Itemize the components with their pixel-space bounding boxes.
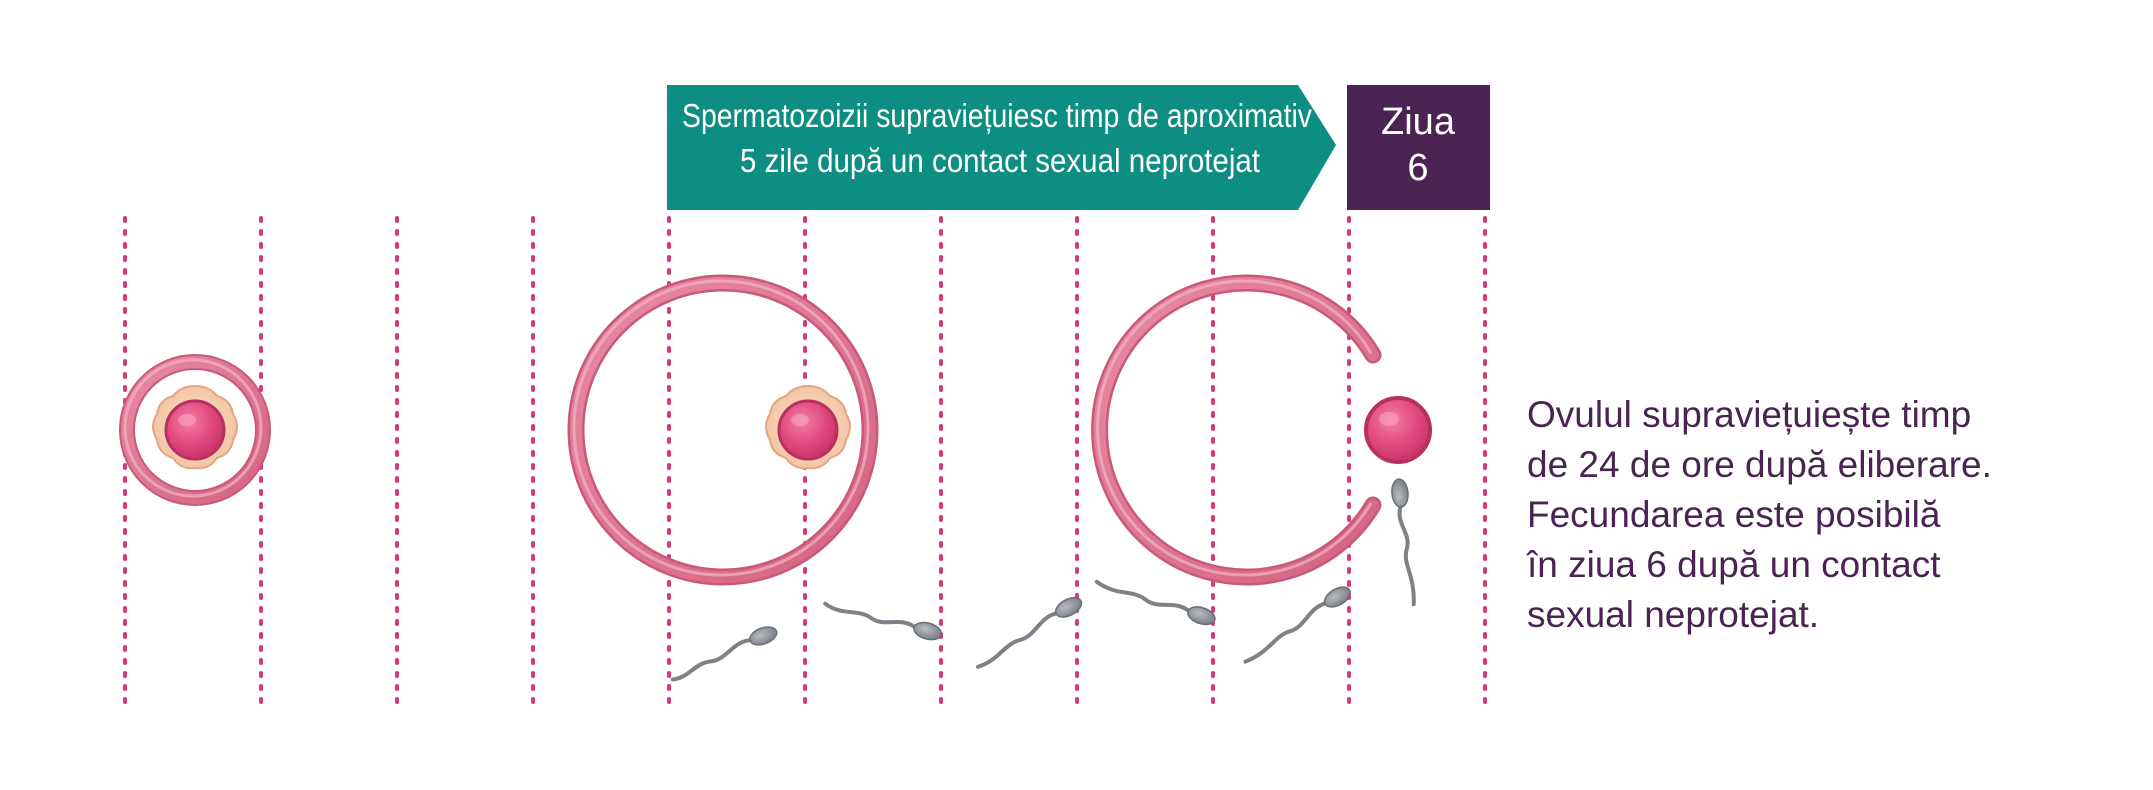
sperm-cell-icon xyxy=(1243,586,1351,664)
day-badge-background xyxy=(1347,85,1490,210)
note-line-2: de 24 de ore după eliberare. xyxy=(1527,444,1992,485)
day-badge-label: Ziua xyxy=(1381,101,1456,143)
note-line-1: Ovulul supraviețuiește timp xyxy=(1527,394,1972,435)
note-line-4: în ziua 6 după un contact xyxy=(1527,544,1941,585)
banner-line-2: 5 zile după un contact sexual neprotejat xyxy=(740,142,1260,179)
day-badge-number: 6 xyxy=(1407,147,1428,189)
sperm-cells xyxy=(670,478,1416,682)
egg-survival-note: Ovulul supraviețuiește timp de 24 de ore… xyxy=(1527,390,2127,640)
follicle-large-icon xyxy=(567,274,879,586)
ruptured-follicle-icon xyxy=(1091,274,1382,586)
sperm-cell-icon xyxy=(670,626,778,682)
follicle-small-icon xyxy=(119,354,271,506)
sperm-cell-icon xyxy=(1391,478,1416,607)
note-line-3: Fecundarea este posibilă xyxy=(1527,494,1941,535)
note-line-5: sexual neprotejat. xyxy=(1527,594,1820,635)
day-6-badge: Ziua 6 xyxy=(1347,85,1490,210)
sperm-cell-icon xyxy=(975,596,1083,669)
sperm-cell-icon xyxy=(1094,579,1216,626)
sperm-survival-banner: Spermatozoizii supraviețuiesc timp de ap… xyxy=(667,85,1336,210)
sperm-cell-icon xyxy=(823,601,943,641)
egg-with-corona-icon xyxy=(152,384,238,470)
banner-arrow-shape xyxy=(667,85,1336,210)
day-dividers xyxy=(123,216,1487,707)
egg-with-corona-icon xyxy=(765,384,851,470)
released-egg-icon xyxy=(1364,396,1432,464)
banner-line-1: Spermatozoizii supraviețuiesc timp de ap… xyxy=(682,97,1312,134)
